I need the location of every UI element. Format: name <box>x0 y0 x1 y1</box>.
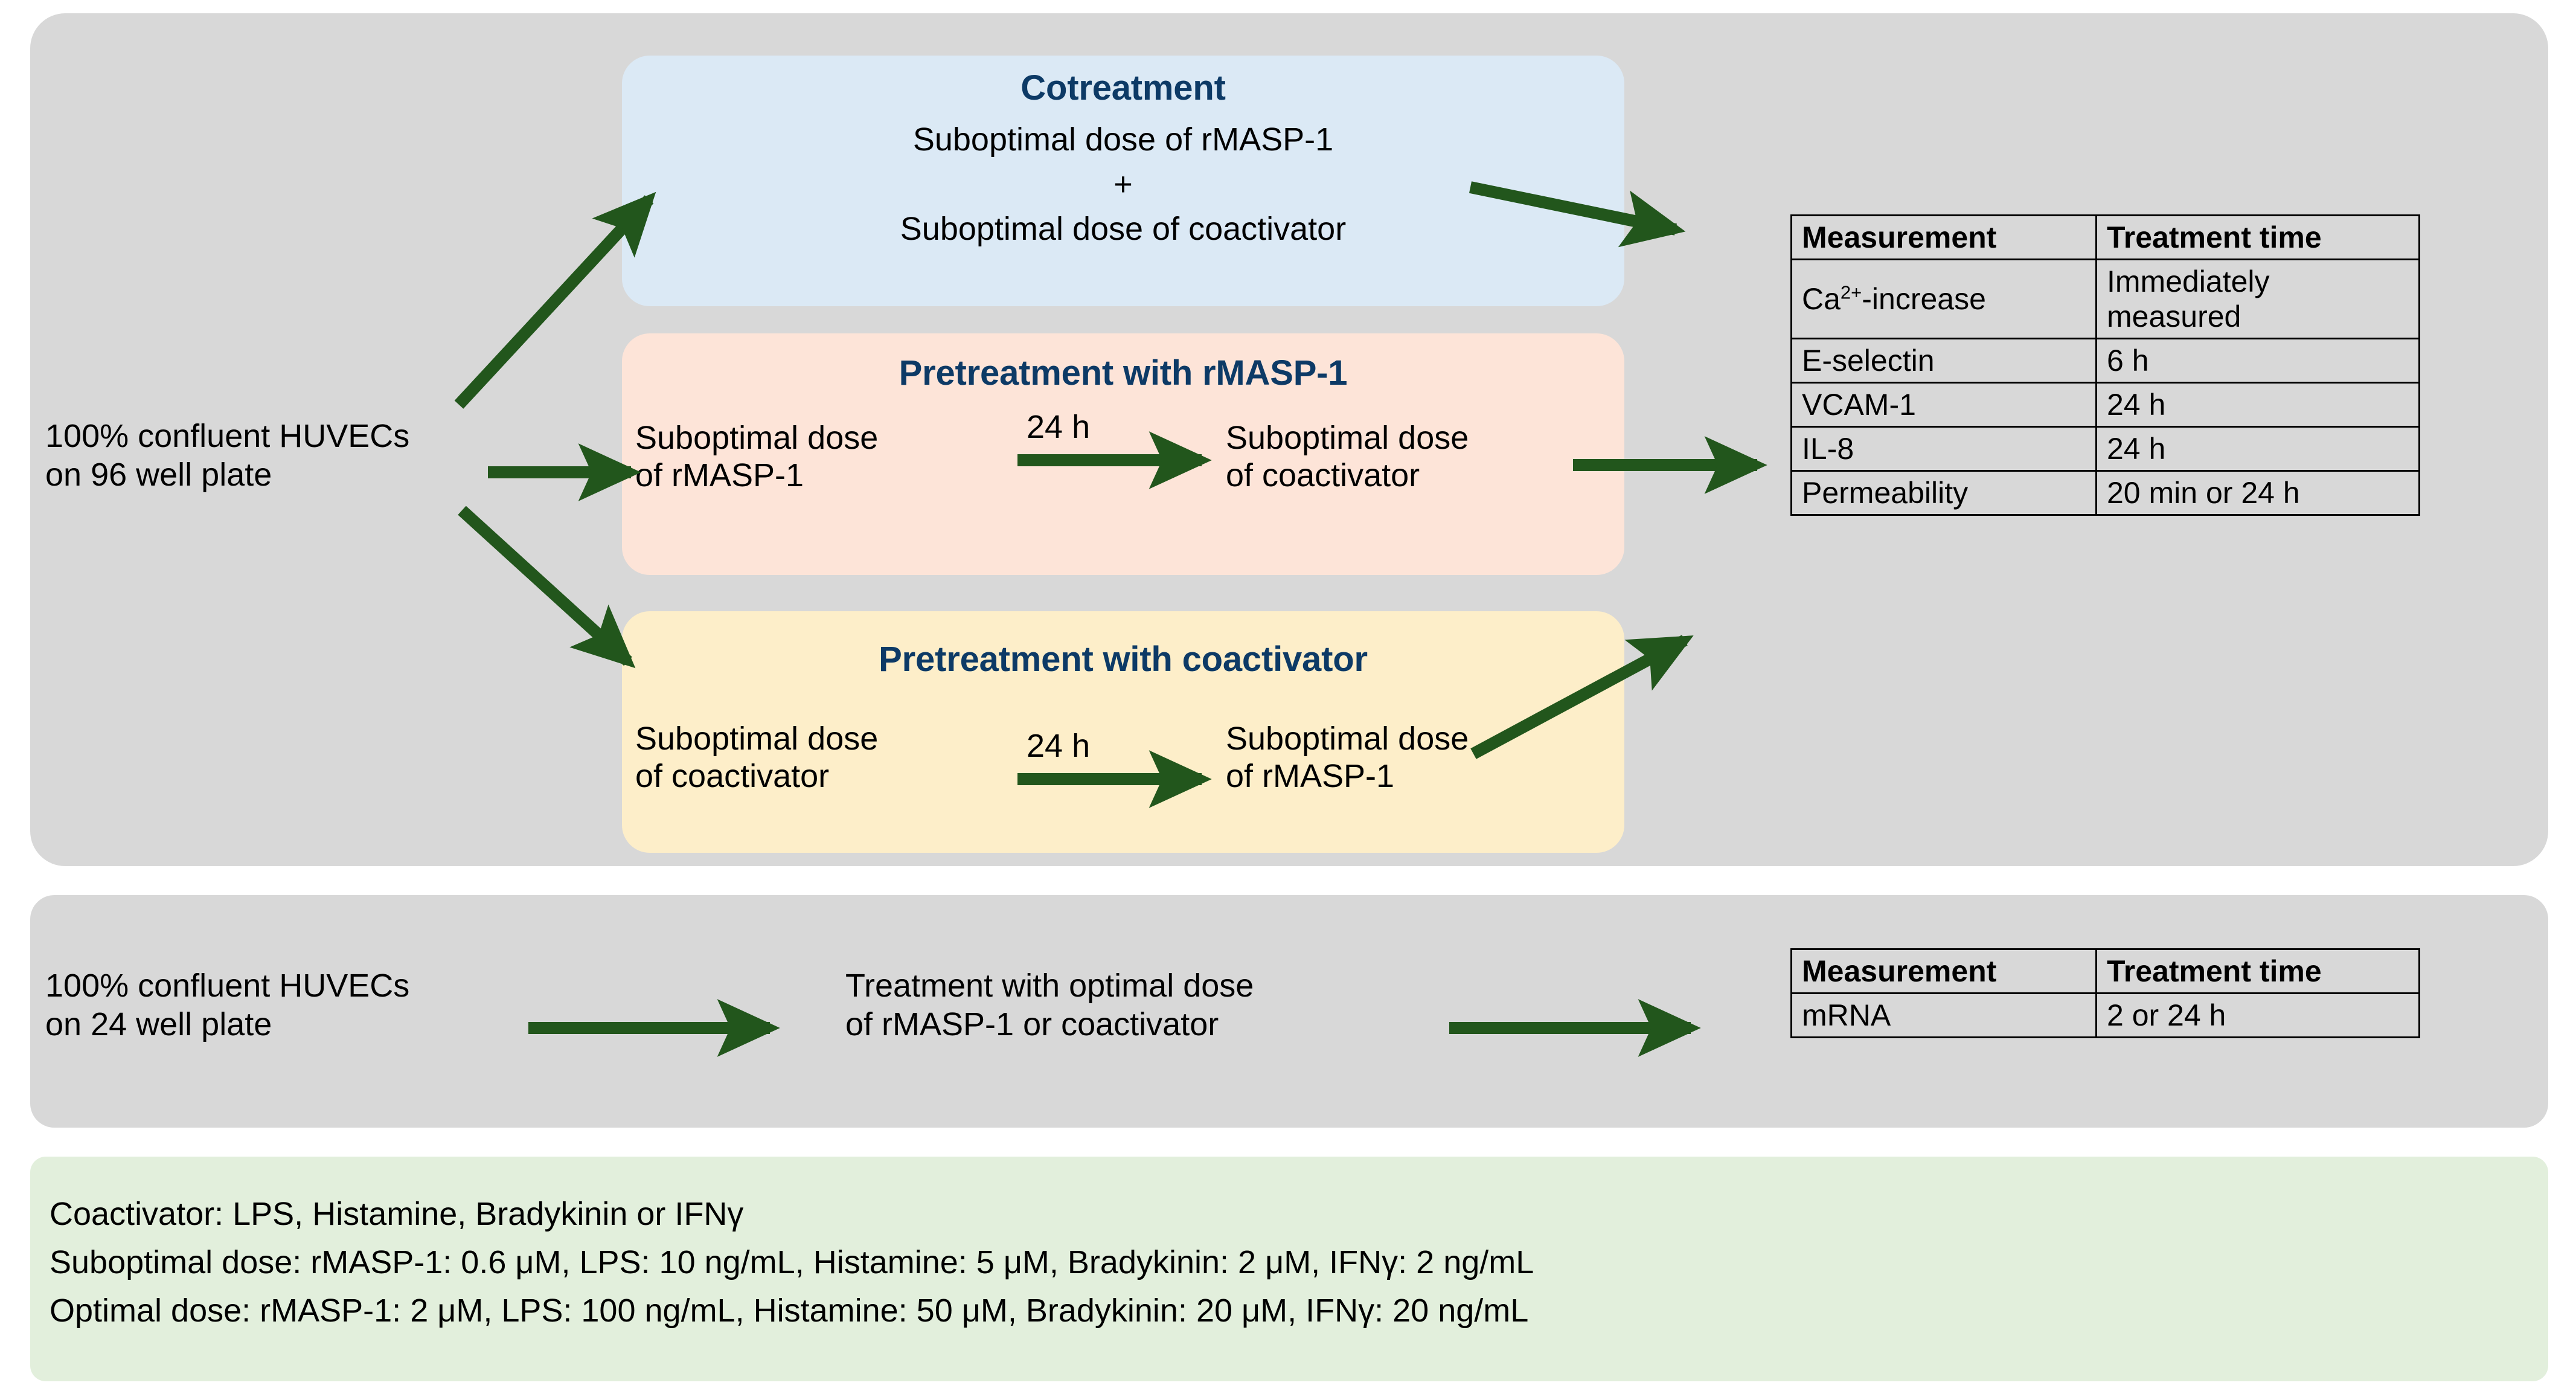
table-cell-measurement: Permeability <box>1790 470 2097 516</box>
table-cell-treatment-time: 24 h <box>2095 426 2420 472</box>
card-pretreatment-rmasp1-step2: Suboptimal dose of coactivator <box>1226 420 1469 493</box>
table-cell-measurement: E-selectin <box>1790 338 2097 384</box>
card-cotreatment-title: Cotreatment <box>1020 68 1226 108</box>
card-pretreatment-rmasp1-arrow-label: 24 h <box>1027 409 1091 445</box>
table-row: IL-8 24 h <box>1790 426 2420 472</box>
legend-panel <box>30 1157 2548 1381</box>
table-header-measurement: Measurement <box>1790 214 2097 260</box>
table-cell-treatment-time: 6 h <box>2095 338 2420 384</box>
table-header-treatment-time: Treatment time <box>2095 214 2420 260</box>
table-header-measurement: Measurement <box>1790 948 2097 994</box>
measurement-table-24well: Measurement Treatment time mRNA 2 or 24 … <box>1790 948 2420 1038</box>
table-row: E-selectin 6 h <box>1790 338 2420 384</box>
source-label-96well: 100% confluent HUVECs on 96 well plate <box>45 418 410 493</box>
table-cell-measurement: mRNA <box>1790 992 2097 1038</box>
card-cotreatment-line-1: Suboptimal dose of rMASP-1 <box>912 121 1334 158</box>
legend-line-suboptimal-dose: Suboptimal dose: rMASP-1: 0.6 μM, LPS: 1… <box>50 1244 1534 1280</box>
table-cell-measurement: IL-8 <box>1790 426 2097 472</box>
card-cotreatment: Cotreatment Suboptimal dose of rMASP-1 +… <box>622 56 1624 306</box>
table-cell-treatment-time: 2 or 24 h <box>2095 992 2420 1038</box>
card-pretreatment-rmasp1: Pretreatment with rMASP-1 Suboptimal dos… <box>622 333 1624 575</box>
card-pretreatment-coactivator-step1: Suboptimal dose of coactivator <box>635 721 879 794</box>
table-header-row: Measurement Treatment time <box>1790 948 2420 994</box>
table-cell-treatment-time: 24 h <box>2095 382 2420 428</box>
table-row: mRNA 2 or 24 h <box>1790 992 2420 1038</box>
card-pretreatment-coactivator: Pretreatment with coactivator Suboptimal… <box>622 611 1624 853</box>
measurement-table-96well: Measurement Treatment time Ca2+-increase… <box>1790 214 2420 516</box>
table-cell-treatment-time: 20 min or 24 h <box>2095 470 2420 516</box>
legend-line-optimal-dose: Optimal dose: rMASP-1: 2 μM, LPS: 100 ng… <box>50 1293 1529 1329</box>
card-pretreatment-coactivator-step2: Suboptimal dose of rMASP-1 <box>1226 721 1469 794</box>
table-cell-treatment-time: Immediately measured <box>2095 259 2420 339</box>
card-pretreatment-coactivator-title: Pretreatment with coactivator <box>879 640 1368 679</box>
treatment-optimal-dose-label: Treatment with optimal dose of rMASP-1 o… <box>845 968 1254 1042</box>
table-row: Permeability 20 min or 24 h <box>1790 470 2420 516</box>
table-row: VCAM-1 24 h <box>1790 382 2420 428</box>
table-cell-measurement: VCAM-1 <box>1790 382 2097 428</box>
card-cotreatment-line-3: Suboptimal dose of coactivator <box>900 211 1347 247</box>
table-cell-measurement: Ca2+-increase <box>1790 259 2097 339</box>
source-label-24well: 100% confluent HUVECs on 24 well plate <box>45 968 410 1042</box>
table-header-treatment-time: Treatment time <box>2095 948 2420 994</box>
card-pretreatment-coactivator-arrow-label: 24 h <box>1027 728 1091 764</box>
legend-line-coactivator: Coactivator: LPS, Histamine, Bradykinin … <box>50 1196 744 1232</box>
table-header-row: Measurement Treatment time <box>1790 214 2420 260</box>
card-pretreatment-rmasp1-step1: Suboptimal dose of rMASP-1 <box>635 420 879 493</box>
card-cotreatment-line-2: + <box>1113 166 1133 202</box>
card-pretreatment-rmasp1-title: Pretreatment with rMASP-1 <box>899 353 1348 393</box>
table-row: Ca2+-increase Immediately measured <box>1790 259 2420 339</box>
